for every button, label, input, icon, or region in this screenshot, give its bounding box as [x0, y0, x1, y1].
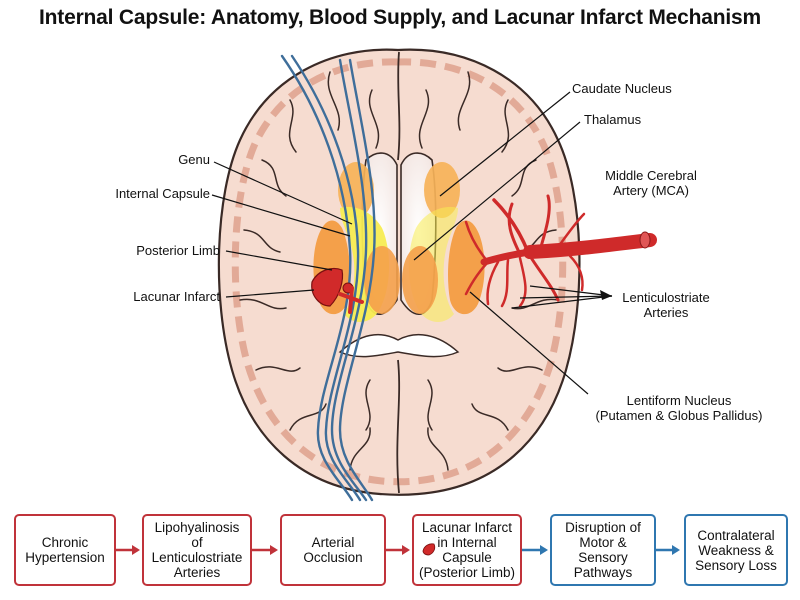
- flow-arrow-5: [656, 545, 680, 555]
- label-lenticulostriate-line2: Arteries: [643, 305, 689, 320]
- flow-step-1-text: Chronic Hypertension: [25, 535, 105, 565]
- label-lentiform-line2: (Putamen & Globus Pallidus): [595, 408, 763, 423]
- label-caudate-nucleus: Caudate Nucleus: [572, 81, 672, 96]
- thalamus-left: [364, 246, 400, 314]
- flow-arrow-3: [386, 545, 410, 555]
- flow-arrow-1: [116, 545, 140, 555]
- label-mca-line2: Artery (MCA): [613, 183, 689, 198]
- corticospinal-tracts: [280, 54, 376, 502]
- label-mca: Middle Cerebral Artery (MCA): [586, 168, 716, 198]
- flow-step-5: Disruption of Motor & Sensory Pathways: [550, 514, 656, 586]
- label-lenticulostriate: Lenticulostriate Arteries: [606, 290, 726, 320]
- infarct-mini-icon: [422, 543, 436, 556]
- label-lenticulostriate-line1: Lenticulostriate: [622, 290, 710, 305]
- flow-step-3: Arterial Occlusion: [280, 514, 386, 586]
- label-posterior-limb: Posterior Limb: [136, 243, 220, 258]
- label-thalamus: Thalamus: [584, 112, 642, 127]
- lenticulostriate-arrowheads: [600, 290, 612, 300]
- flow-step-4: Lacunar Infarct in Internal Capsule (Pos…: [412, 514, 522, 586]
- flow-arrow-2: [252, 545, 278, 555]
- flow-arrow-4: [522, 545, 548, 555]
- label-mca-line1: Middle Cerebral: [605, 168, 697, 183]
- flow-step-6-text: Contralateral Weakness & Sensory Loss: [695, 527, 777, 573]
- flow-step-2-text: Lipohyalinosis of Lenticulostriate Arter…: [151, 520, 243, 580]
- mca-artery: [464, 194, 657, 308]
- lacunar-infarct-marker: [311, 267, 364, 314]
- page-title: Internal Capsule: Anatomy, Blood Supply,…: [39, 6, 761, 29]
- flow-step-6: Contralateral Weakness & Sensory Loss: [684, 514, 788, 586]
- thalamus-right: [402, 246, 438, 314]
- label-lentiform-nucleus: Lentiform Nucleus (Putamen & Globus Pall…: [584, 393, 774, 423]
- label-lentiform-line1: Lentiform Nucleus: [626, 393, 732, 408]
- flow-step-1: Chronic Hypertension: [14, 514, 116, 586]
- caudate-nucleus-right: [424, 162, 460, 218]
- label-genu: Genu: [178, 152, 210, 167]
- label-lacunar-infarct: Lacunar Infarct: [133, 289, 220, 304]
- flow-step-5-text: Disruption of Motor & Sensory Pathways: [565, 520, 641, 580]
- label-internal-capsule: Internal Capsule: [115, 186, 210, 201]
- sulci: [239, 71, 559, 471]
- flow-step-3-text: Arterial Occlusion: [303, 535, 363, 565]
- flow-step-4-text: Lacunar Infarct in Internal Capsule (Pos…: [418, 520, 516, 580]
- leader-lines: [211, 91, 613, 395]
- flow-step-2: Lipohyalinosis of Lenticulostriate Arter…: [142, 514, 252, 586]
- flow-arrows: [116, 545, 680, 555]
